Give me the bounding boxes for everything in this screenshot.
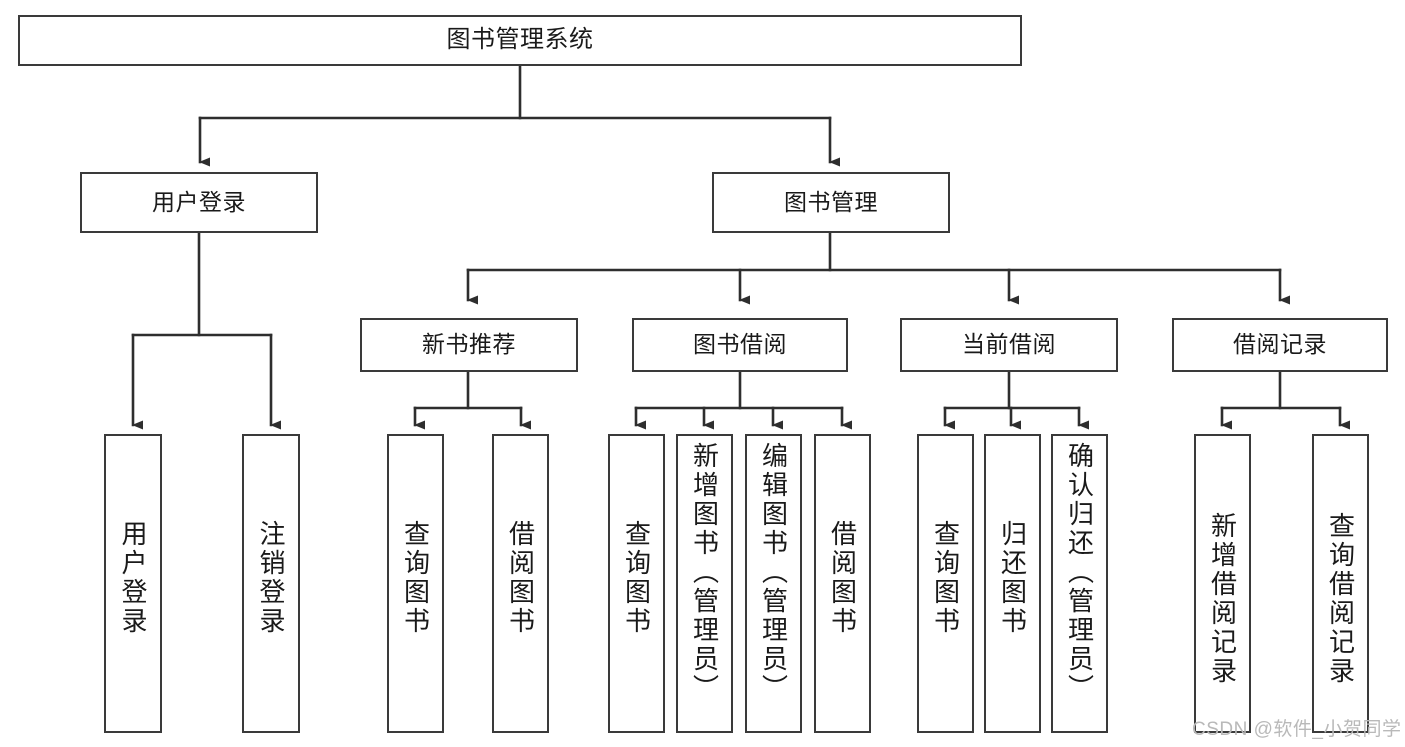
node-label: 新增图书（管理员） [689, 442, 720, 703]
node-label: 查询图书 [930, 520, 961, 636]
node-label: 归还图书 [997, 520, 1028, 636]
leaf-borrow-edit-book-admin[interactable]: 编辑图书（管理员） [745, 434, 802, 733]
leaf-new-book-query[interactable]: 查询图书 [387, 434, 444, 733]
node-label: 查询图书 [400, 520, 431, 636]
node-label: 用户登录 [152, 188, 246, 215]
node-label: 图书管理系统 [446, 26, 594, 54]
node-label: 图书借阅 [693, 331, 787, 358]
node-label: 新书推荐 [422, 331, 516, 358]
leaf-user-login-signin[interactable]: 用户登录 [104, 434, 162, 733]
node-label: 编辑图书（管理员） [758, 442, 789, 703]
leaf-current-return-book[interactable]: 归还图书 [984, 434, 1041, 733]
leaf-current-confirm-return-admin[interactable]: 确认归还（管理员） [1051, 434, 1108, 733]
leaf-borrow-borrow-book[interactable]: 借阅图书 [814, 434, 871, 733]
node-label: 注销登录 [256, 520, 286, 636]
node-new-book-recommendation[interactable]: 新书推荐 [360, 318, 578, 372]
node-book-management[interactable]: 图书管理 [712, 172, 950, 233]
leaf-records-add-record[interactable]: 新增借阅记录 [1194, 434, 1251, 733]
node-borrow-records[interactable]: 借阅记录 [1172, 318, 1388, 372]
node-label: 用户登录 [118, 520, 148, 636]
node-label: 借阅记录 [1233, 331, 1327, 358]
csdn-watermark: CSDN @软件_小贺同学 [1192, 719, 1402, 740]
leaf-borrow-add-book-admin[interactable]: 新增图书（管理员） [676, 434, 733, 733]
node-label: 确认归还（管理员） [1064, 442, 1095, 703]
node-label: 当前借阅 [962, 331, 1056, 358]
node-label: 借阅图书 [505, 520, 536, 636]
leaf-borrow-query-book[interactable]: 查询图书 [608, 434, 665, 733]
leaf-current-query-book[interactable]: 查询图书 [917, 434, 974, 733]
node-label: 借阅图书 [827, 520, 858, 636]
node-root-library-system[interactable]: 图书管理系统 [18, 15, 1022, 66]
leaf-new-book-borrow[interactable]: 借阅图书 [492, 434, 549, 733]
leaf-records-query-record[interactable]: 查询借阅记录 [1312, 434, 1369, 733]
node-book-borrowing[interactable]: 图书借阅 [632, 318, 848, 372]
node-current-borrowing[interactable]: 当前借阅 [900, 318, 1118, 372]
node-label: 查询图书 [621, 520, 652, 636]
leaf-user-login-signout[interactable]: 注销登录 [242, 434, 300, 733]
node-user-login[interactable]: 用户登录 [80, 172, 318, 233]
node-label: 新增借阅记录 [1207, 512, 1238, 686]
node-label: 图书管理 [784, 188, 878, 215]
node-label: 查询借阅记录 [1325, 512, 1356, 686]
